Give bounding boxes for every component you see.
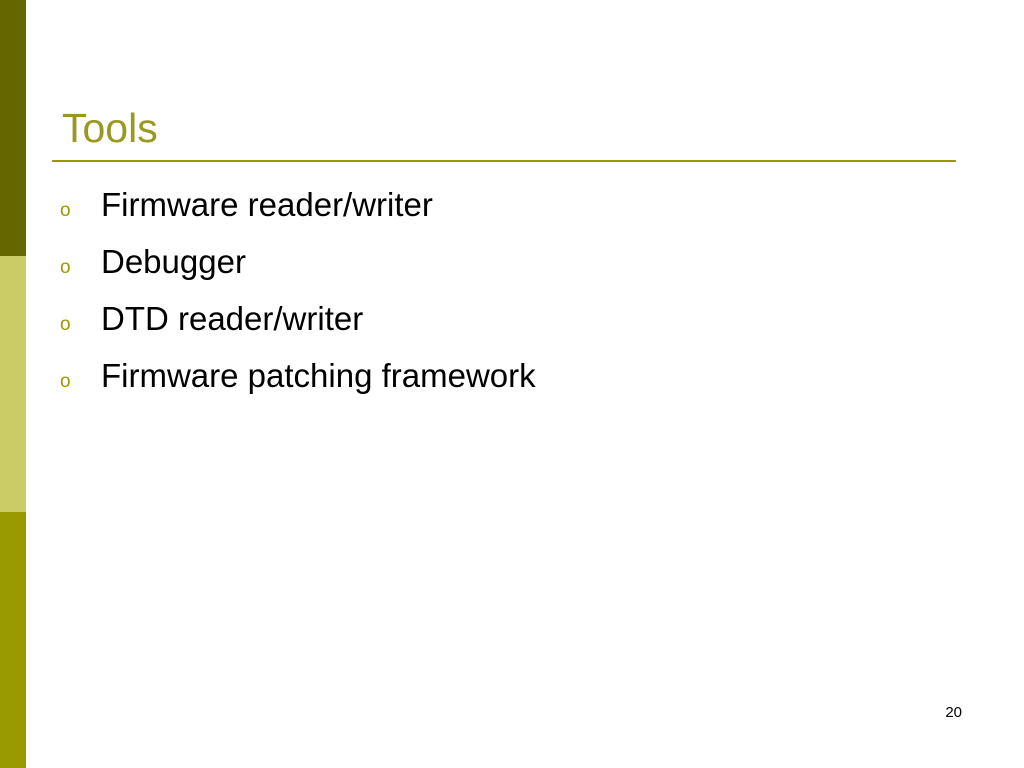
bullet-item: o DTD reader/writer <box>60 300 536 357</box>
side-bar-segment-bottom <box>0 512 26 768</box>
bullet-text: Debugger <box>101 243 246 280</box>
bullet-item: o Firmware patching framework <box>60 357 536 414</box>
bullet-list: o Firmware reader/writer o Debugger o DT… <box>60 186 536 414</box>
side-accent-bar <box>0 0 26 768</box>
bullet-item: o Firmware reader/writer <box>60 186 536 243</box>
side-bar-segment-middle <box>0 256 26 512</box>
slide-title: Tools <box>62 105 158 151</box>
title-underline <box>52 160 956 162</box>
bullet-text: Firmware reader/writer <box>101 186 433 223</box>
bullet-marker-icon: o <box>60 200 71 221</box>
bullet-marker-icon: o <box>60 371 71 392</box>
side-bar-segment-top <box>0 0 26 256</box>
bullet-item: o Debugger <box>60 243 536 300</box>
bullet-marker-icon: o <box>60 257 71 278</box>
slide-page-number: 20 <box>945 704 962 721</box>
bullet-marker-icon: o <box>60 314 71 335</box>
bullet-text: DTD reader/writer <box>101 300 364 337</box>
bullet-text: Firmware patching framework <box>101 357 536 394</box>
